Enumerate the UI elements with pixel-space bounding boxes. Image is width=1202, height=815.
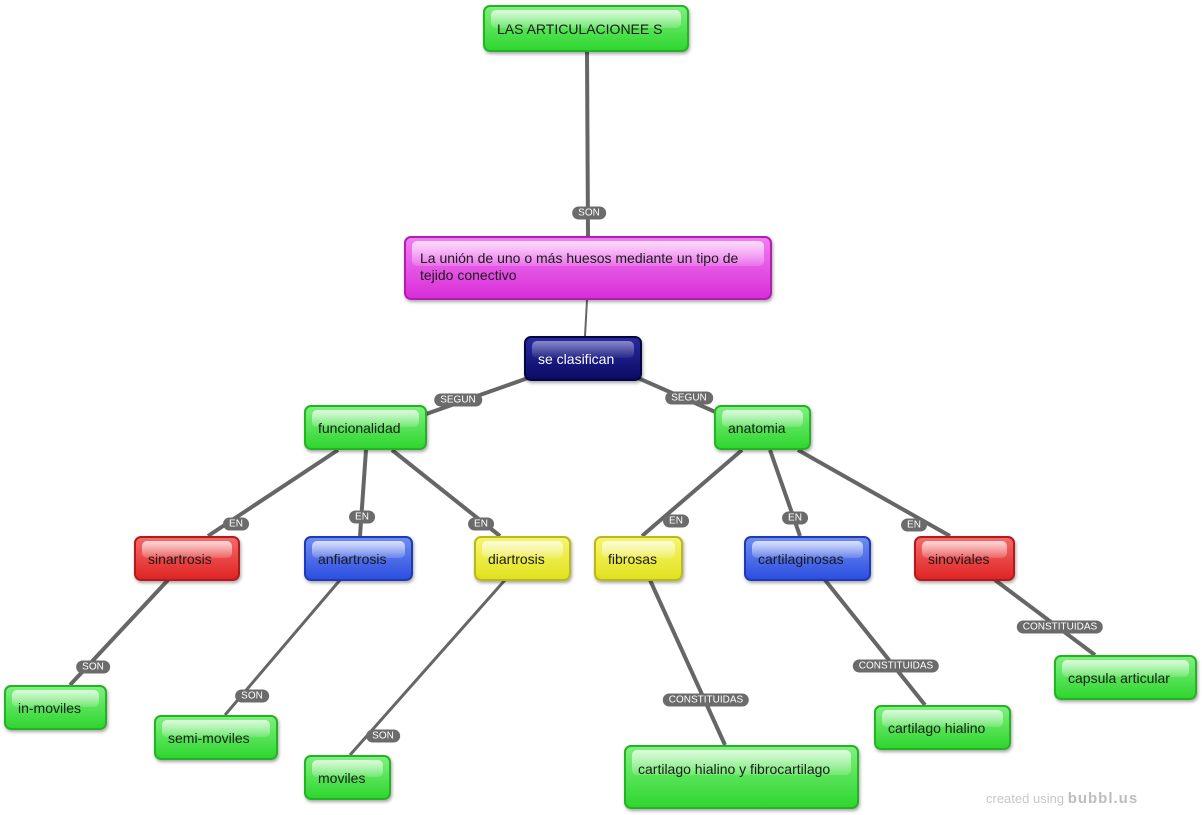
node-capsula[interactable]: capsula articular (1054, 655, 1197, 700)
credit-footer[interactable]: created using bubbl.us (986, 790, 1138, 807)
edge-fibrosas-hialino-fibro (648, 579, 727, 746)
node-fibrosas[interactable]: fibrosas (594, 536, 683, 581)
node-definition-label: La unión de uno o más huesos mediante un… (420, 250, 739, 283)
node-anfiartrosis[interactable]: anfiartrosis (304, 536, 413, 581)
node-inmoviles[interactable]: in-moviles (4, 685, 107, 730)
node-sinoviales-label: sinoviales (928, 550, 990, 567)
node-anatomia-label: anatomia (728, 419, 786, 436)
edge-root-definition (585, 51, 590, 237)
edge-label-constituidas: CONSTITUIDAS (1016, 620, 1104, 634)
node-semimoviles-label: semi-moviles (168, 729, 250, 746)
node-hialino[interactable]: cartilago hialino (874, 705, 1011, 750)
node-anatomia[interactable]: anatomia (714, 405, 811, 450)
node-classify-label: se clasifican (538, 350, 615, 367)
node-hialino-fibro-label: cartilago hialino y fibrocartilago (638, 761, 831, 777)
node-moviles-label: moviles (318, 769, 366, 786)
edge-label-en: EN (663, 514, 689, 528)
edge-label-segun: SEGUN (434, 393, 482, 407)
bubblus-logo: bubbl.us (1067, 790, 1139, 807)
edge-sinoviales-capsula (993, 578, 1097, 657)
node-sinartrosis-label: sinartrosis (148, 550, 212, 567)
edge-label-son: SON (572, 206, 606, 220)
node-sinartrosis[interactable]: sinartrosis (134, 536, 240, 581)
node-cartilaginosas-label: cartilaginosas (758, 550, 844, 567)
node-classify[interactable]: se clasifican (524, 336, 642, 381)
edge-definition-classify (584, 299, 588, 337)
edge-label-en: EN (468, 517, 494, 531)
edge-label-son: SON (76, 660, 110, 674)
edge-label-en: EN (782, 511, 808, 525)
edge-label-segun: SEGUN (665, 391, 713, 405)
node-funcionalidad[interactable]: funcionalidad (304, 405, 427, 450)
node-cartilaginosas[interactable]: cartilaginosas (744, 536, 871, 581)
node-semimoviles[interactable]: semi-moviles (154, 715, 278, 760)
edge-anatomia-fibrosas (640, 448, 744, 538)
node-funcionalidad-label: funcionalidad (318, 419, 401, 436)
edge-cartilaginosas-hialino (823, 578, 927, 707)
node-diartrosis-label: diartrosis (488, 550, 545, 567)
edge-label-en: EN (223, 517, 249, 531)
node-hialino-fibro[interactable]: cartilago hialino y fibrocartilago (624, 745, 859, 809)
edge-label-en: EN (349, 510, 375, 524)
edge-label-son: SON (366, 729, 400, 743)
node-diartrosis[interactable]: diartrosis (474, 536, 571, 581)
credit-prefix: created using (986, 791, 1065, 806)
node-fibrosas-label: fibrosas (608, 550, 658, 567)
node-moviles[interactable]: moviles (304, 755, 391, 800)
edge-label-constituidas: CONSTITUIDAS (662, 693, 750, 707)
edge-label-son: SON (235, 689, 269, 703)
edge-label-constituidas: CONSTITUIDAS (852, 659, 940, 673)
node-root-label: LAS ARTICULACIONEE S (497, 20, 663, 37)
edge-diartrosis-moviles (348, 579, 507, 756)
node-capsula-label: capsula articular (1068, 669, 1170, 686)
node-root[interactable]: LAS ARTICULACIONEE S (483, 5, 689, 52)
edge-label-en: EN (901, 518, 927, 532)
node-inmoviles-label: in-moviles (18, 699, 82, 716)
node-sinoviales[interactable]: sinoviales (914, 536, 1015, 581)
node-hialino-label: cartilago hialino (888, 719, 986, 736)
node-definition[interactable]: La unión de uno o más huesos mediante un… (404, 236, 772, 300)
edge-anatomia-sinoviales (797, 448, 951, 538)
node-anfiartrosis-label: anfiartrosis (318, 550, 387, 567)
